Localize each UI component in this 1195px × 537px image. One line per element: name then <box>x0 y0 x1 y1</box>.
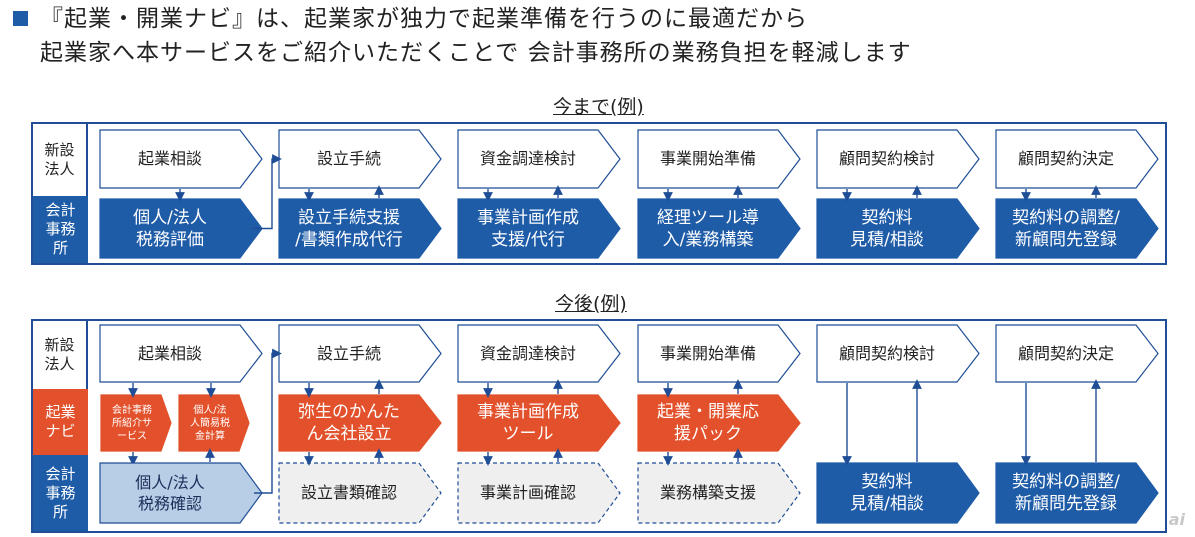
before-task-3 <box>637 198 801 259</box>
before-label-office: 会計 事務 所 <box>33 196 88 263</box>
before-step-2 <box>457 129 621 189</box>
after-office-first-label: 個人/法人 税務確認 <box>135 473 205 513</box>
after-office-final-1 <box>995 462 1159 524</box>
before-task-4 <box>816 198 980 259</box>
before-task-label-5: 契約料の調整/ 新顧問先登録 <box>1012 207 1120 250</box>
before-step-5 <box>995 129 1159 189</box>
after-office-dashed-label-2: 業務構築支援 <box>659 483 756 502</box>
before-step-label-2: 資金調達検討 <box>479 149 576 168</box>
after-office-final-label-1: 契約料の調整/ 新顧問先登録 <box>1012 472 1120 514</box>
after-connector <box>254 348 282 494</box>
after-step-0 <box>99 324 263 383</box>
after-navi-small-0 <box>100 394 172 452</box>
after-navi-small-1 <box>178 394 250 452</box>
heading-line-1: 『起業・開業ナビ』は、起業家が独力で起業準備を行うのに最適だから <box>40 6 808 32</box>
before-label-company: 新設 法人 <box>33 124 88 196</box>
after-office-final-0 <box>816 462 980 524</box>
after-navi-small-label-0: 会計事務 所紹介サ ービス <box>112 404 152 442</box>
after-step-3 <box>637 324 801 383</box>
before-step-4 <box>816 129 980 189</box>
after-navi-task-2 <box>637 394 801 452</box>
after-navi-task-label-0: 弥生のかんた ん会社設立 <box>298 402 400 444</box>
after-step-label-4: 顧問契約検討 <box>838 343 935 363</box>
after-office-dashed-0 <box>278 462 442 524</box>
before-step-label-5: 顧問契約決定 <box>1017 149 1114 168</box>
after-office-dashed-label-1: 事業計画確認 <box>479 483 576 502</box>
after-label-company: 新設 法人 <box>33 321 88 389</box>
after-step-label-1: 設立手続 <box>316 343 381 363</box>
before-task-label-2: 事業計画作成 支援/代行 <box>477 207 579 250</box>
before-step-3 <box>637 129 801 189</box>
after-navi-small-label-1: 個人/法 人簡易税 金計算 <box>190 404 230 442</box>
after-section-title: 今後(例) <box>555 293 627 315</box>
before-task-1 <box>278 198 442 259</box>
after-office-dashed-label-0: 設立書類確認 <box>300 483 397 502</box>
before-task-label-3: 経理ツール導 入/業務構築 <box>657 207 759 250</box>
heading-line-2: 起業家へ本サービスをご紹介いただくことで 会計事務所の業務負担を軽減します <box>40 40 912 66</box>
after-office-final-label-0: 契約料 見積/相談 <box>850 472 924 514</box>
after-navi-task-0 <box>278 394 442 452</box>
before-task-2 <box>457 198 621 259</box>
before-step-label-0: 起業相談 <box>137 149 202 168</box>
before-step-0 <box>99 129 263 189</box>
before-task-label-4: 契約料 見積/相談 <box>850 207 924 250</box>
before-task-0 <box>99 198 263 259</box>
after-navi-task-label-2: 起業・開業応 援パック <box>657 402 759 444</box>
before-connector <box>252 154 282 230</box>
after-step-label-3: 事業開始準備 <box>659 343 756 363</box>
after-step-label-0: 起業相談 <box>137 343 202 363</box>
after-office-dashed-1 <box>457 462 621 524</box>
before-step-label-1: 設立手続 <box>316 149 381 168</box>
before-step-label-4: 顧問契約検討 <box>838 149 935 168</box>
after-step-2 <box>457 324 621 383</box>
after-step-label-2: 資金調達検討 <box>479 343 576 363</box>
after-office-dashed-2 <box>637 462 801 524</box>
after-label-office: 会計 事務 所 <box>33 455 88 531</box>
after-office-first <box>99 462 263 524</box>
before-task-label-0: 個人/法人 税務評価 <box>133 207 207 250</box>
before-section-title: 今まで(例) <box>553 96 644 118</box>
before-step-1 <box>278 129 442 189</box>
heading-bullet <box>13 11 28 26</box>
before-task-5 <box>995 198 1159 259</box>
after-step-label-5: 顧問契約決定 <box>1017 343 1114 363</box>
after-step-5 <box>995 324 1159 383</box>
after-step-4 <box>816 324 980 383</box>
before-step-label-3: 事業開始準備 <box>659 149 756 168</box>
after-label-navi: 起業 ナビ <box>33 389 88 455</box>
after-navi-task-label-1: 事業計画作成 ツール <box>477 402 579 444</box>
after-navi-task-1 <box>457 394 621 452</box>
before-task-label-1: 設立手続支援 /書類作成代行 <box>295 207 403 250</box>
after-step-1 <box>278 324 442 383</box>
watermark-logo: ai <box>1168 510 1185 529</box>
